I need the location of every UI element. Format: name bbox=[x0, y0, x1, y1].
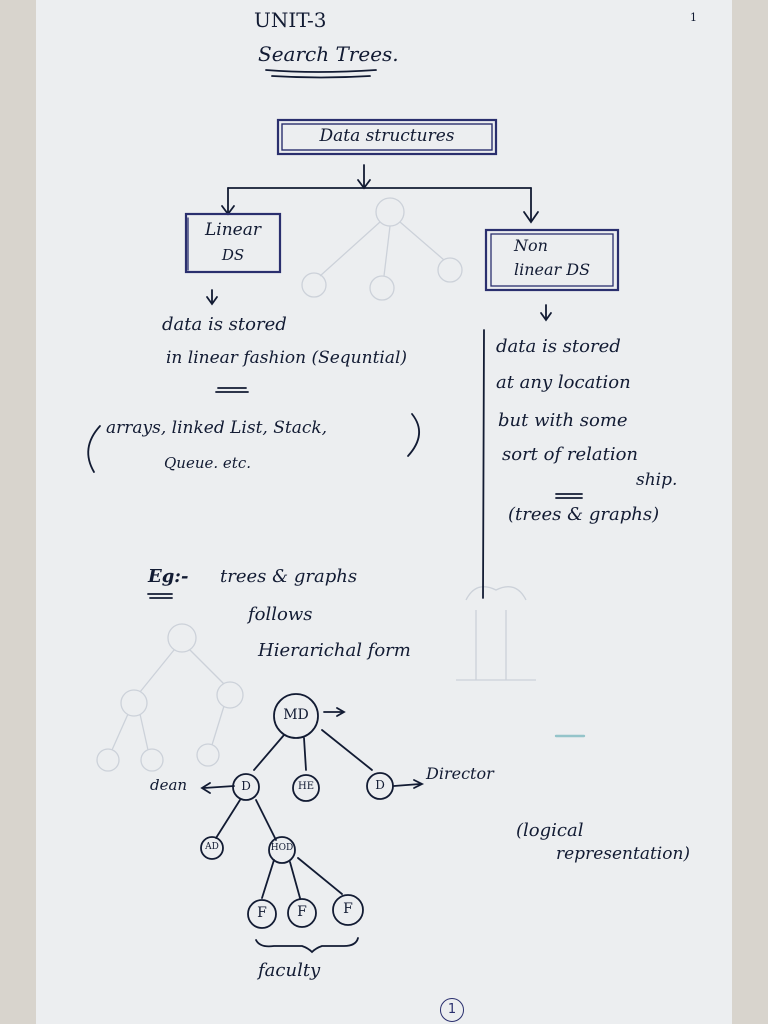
tree-root-label: MD bbox=[283, 707, 309, 723]
linear-examples-line-1: arrays, linked List, Stack, bbox=[106, 418, 328, 438]
tree-node-director bbox=[366, 772, 394, 800]
logical-note-line-2: representation) bbox=[556, 844, 691, 864]
linear-box-label-1: Linear bbox=[205, 220, 261, 240]
tree-node-ad bbox=[200, 836, 224, 860]
faculty-label: faculty bbox=[258, 960, 321, 981]
tree-node-hod bbox=[268, 836, 296, 864]
example-line-3: Hierarichal form bbox=[258, 640, 411, 661]
unit-heading: UNIT-3 bbox=[254, 8, 327, 32]
tree-node-faculty-2 bbox=[287, 898, 317, 928]
vertical-divider bbox=[482, 329, 485, 599]
tree-node-root bbox=[273, 693, 319, 739]
faculty-node-label-2: F bbox=[297, 904, 307, 920]
linear-note-line-2: in linear fashion (Sequntial) bbox=[166, 348, 408, 368]
tree-node-faculty-1 bbox=[247, 899, 277, 929]
tree-node-faculty-3 bbox=[332, 894, 364, 926]
linear-note-line-1: data is stored bbox=[162, 314, 287, 335]
diagram-lines bbox=[87, 69, 620, 954]
tree-node-he bbox=[292, 774, 320, 802]
faculty-node-label-3: F bbox=[343, 901, 353, 917]
root-box-label: Data structures bbox=[319, 126, 455, 146]
tree-left-label: dean bbox=[150, 776, 188, 794]
linear-box-label-2: DS bbox=[221, 246, 245, 264]
page-title: Search Trees. bbox=[258, 42, 399, 66]
nonlinear-note-line-2: at any location bbox=[496, 372, 631, 393]
tree-level1-label-2: HE bbox=[297, 781, 315, 792]
tree-level2-label-2: HOD bbox=[270, 843, 294, 853]
nonlinear-box-label-1: Non bbox=[514, 236, 548, 255]
tree-node-dean bbox=[232, 773, 260, 801]
nonlinear-note-line-6: (trees & graphs) bbox=[508, 504, 660, 525]
root-box bbox=[276, 118, 498, 156]
nonlinear-box-label-2: linear DS bbox=[513, 260, 591, 279]
example-line-2: follows bbox=[248, 604, 313, 625]
logical-note-line-1: (logical bbox=[516, 820, 584, 841]
example-label: Eg:- bbox=[148, 566, 189, 587]
page-number: 1 bbox=[440, 998, 464, 1022]
show-through-drawing bbox=[96, 197, 536, 772]
title-underline bbox=[265, 69, 377, 73]
example-line-1: trees & graphs bbox=[220, 566, 358, 587]
faculty-node-label-1: F bbox=[257, 905, 267, 921]
linear-examples-line-2: Queue. etc. bbox=[164, 454, 251, 472]
nonlinear-note-line-1: data is stored bbox=[496, 336, 621, 357]
linear-box bbox=[184, 212, 282, 274]
tree-level1-label-1: D bbox=[241, 779, 251, 793]
corner-mark: 1 bbox=[690, 11, 697, 24]
nonlinear-note-line-3: but with some bbox=[498, 410, 628, 431]
tree-level1-label-3: D bbox=[375, 778, 385, 792]
nonlinear-note-line-4: sort of relation bbox=[502, 444, 639, 465]
tree-level2-label-1: AD bbox=[205, 842, 219, 852]
nonlinear-box bbox=[484, 228, 620, 292]
nonlinear-note-line-5: ship. bbox=[636, 470, 678, 490]
notebook-page: UNIT-3 Search Trees. 1 Data structures L… bbox=[36, 0, 732, 1024]
tree-right-label: Director bbox=[426, 764, 494, 783]
